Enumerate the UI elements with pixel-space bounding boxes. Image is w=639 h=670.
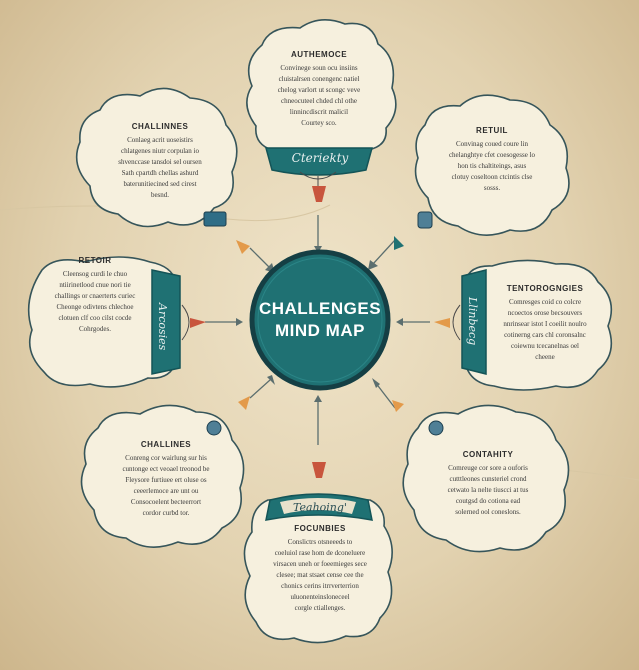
bubble-top-title: AUTHEMOCE <box>290 50 348 59</box>
connector-arrows <box>205 215 430 445</box>
bubble-left-title: RETOIR <box>78 256 112 265</box>
arrowhead <box>396 318 403 326</box>
bubble-bottom-title: FOCUNBIES <box>294 524 346 533</box>
banner-right <box>452 269 487 375</box>
arrowhead <box>314 395 322 402</box>
banner-right-label: Llinbecg <box>466 296 479 346</box>
arrow-heads <box>236 246 403 402</box>
arrowhead <box>236 318 243 326</box>
bubble-bottom-left-text: CHALLINES Conreng cor wairlung sur his c… <box>96 440 236 519</box>
bubble-top-text: AUTHEMOCE Convinege soun ocu insiins clu… <box>262 50 376 129</box>
bubble-right-body: Comresges coid co colcre ncoectos orose … <box>503 298 587 361</box>
bubble-bottom-left-title: CHALLINES <box>140 440 192 449</box>
center-node-inner-ring <box>257 257 383 383</box>
bubble-bottom-text: FOCUNBIES Conslictrs otsneeeds to coelui… <box>254 524 386 614</box>
bubble-top-left <box>75 87 238 228</box>
bubble-bottom-right-title: CONTAHITY <box>462 450 514 459</box>
center-title-line1: CHALLENGES <box>258 299 382 318</box>
gear-icon <box>428 420 444 436</box>
arrowhead <box>314 246 322 253</box>
bubble-bottom-left <box>80 404 245 548</box>
banner-bottom <box>265 493 373 521</box>
bubble-bottom-left-body: Conreng cor wairlung sur his cuntonge ec… <box>122 454 210 517</box>
banner-top <box>265 147 373 188</box>
bubble-left-text: RETOIR Cleensog curdi le chuo ntiirinetl… <box>36 256 154 335</box>
gear-icon <box>417 211 433 229</box>
arrowhead <box>267 375 275 385</box>
gear-icon <box>206 420 222 436</box>
banner-left-label: Arcosies <box>156 303 169 351</box>
arrow-top-left <box>249 247 271 269</box>
bubble-left <box>27 256 177 388</box>
arrowhead <box>372 378 380 388</box>
bubble-top-body: Convinege soun ocu insiins cluistalrsen … <box>277 64 361 127</box>
bubble-right-title: TENTOROGNGIES <box>506 284 584 293</box>
center-title-line2: MIND MAP <box>275 321 365 340</box>
arrowhead <box>368 260 378 270</box>
bubble-right <box>465 259 613 391</box>
arrow-top-right <box>372 239 396 265</box>
bubble-top-left-body: Conlaeg acrit uoseistirs chlatgenes niut… <box>118 136 202 199</box>
bubble-bottom-right <box>402 404 570 553</box>
arrow-bottom-right <box>374 381 396 409</box>
banner-top-label: Cteriekty <box>291 151 349 165</box>
bubble-top-right <box>414 94 570 236</box>
center-node <box>249 249 391 391</box>
bubble-top-left-title: CHALLINNES <box>131 122 189 131</box>
bubble-right-text: TENTOROGNGIES Comresges coid co colcre n… <box>488 284 602 363</box>
bubble-top-right-body: Convinag coued coure lin chelanghtye cfe… <box>448 140 536 192</box>
arrow-bottom-left <box>249 379 271 399</box>
bubble-top-left-text: CHALLINNES Conlaeg acrit uoseistirs chla… <box>96 122 224 201</box>
bubble-bottom-body: Conslictrs otsneeeds to coeluiol rase ho… <box>273 538 367 612</box>
bubble-left-body: Cleensog curdi le chuo ntiirinetlood cnu… <box>54 270 136 333</box>
bubble-bottom <box>243 499 393 644</box>
bubble-bottom-right-text: CONTAHITY Comreuge cor sore a ouforis cu… <box>416 450 560 518</box>
gadget-icons <box>203 211 444 436</box>
banner-left <box>151 269 190 375</box>
pennant-decorations <box>190 186 450 478</box>
laptop-icon <box>203 211 227 227</box>
bubble-top <box>246 19 397 151</box>
bubble-bottom-right-body: Comreuge cor sore a ouforis cutttleones … <box>447 464 529 516</box>
center-title: CHALLENGES MIND MAP <box>250 298 390 342</box>
bubble-top-right-title: RETUIL <box>476 126 508 135</box>
bubble-top-right-text: RETUIL Convinag coued coure lin chelangh… <box>430 126 554 194</box>
banner-bottom-label: Teahoing' <box>293 501 347 514</box>
